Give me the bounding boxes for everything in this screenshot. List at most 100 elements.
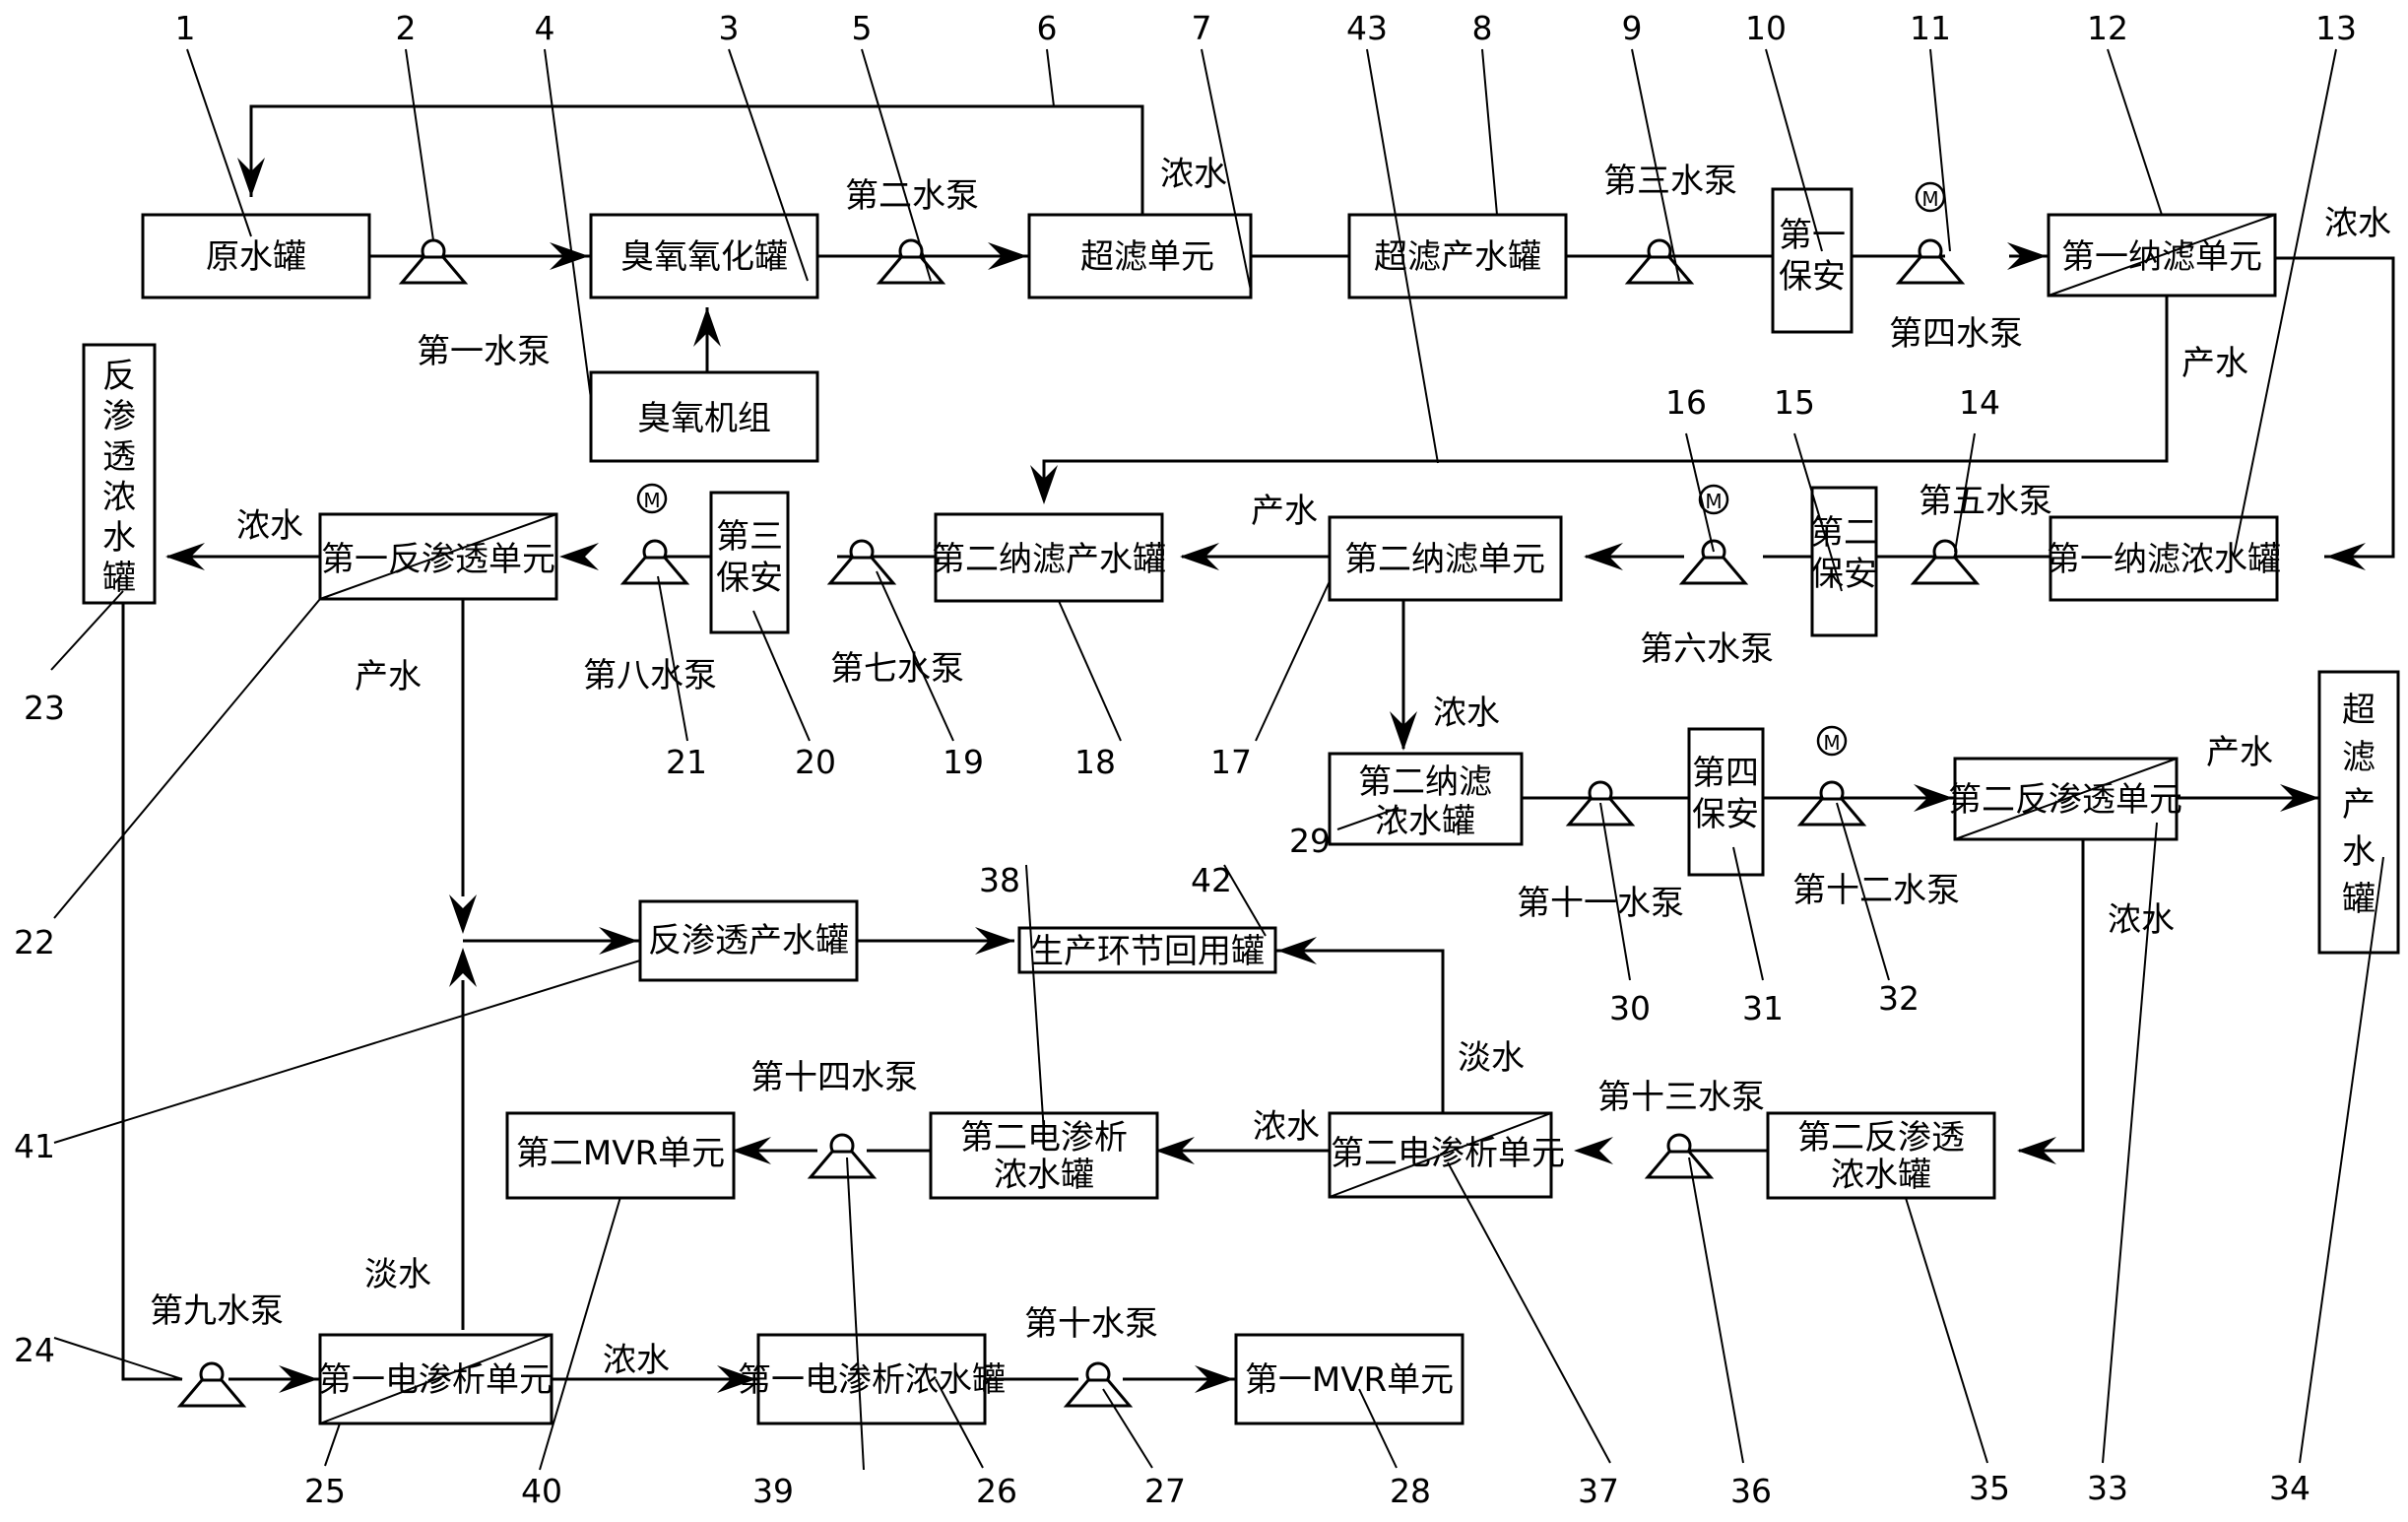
svg-text:27: 27	[1144, 1472, 1186, 1510]
svg-text:2: 2	[396, 9, 417, 47]
svg-text:浓水罐: 浓水罐	[1375, 802, 1475, 841]
unit-production-reuse-tank: 生产环节回用罐	[1017, 926, 1277, 974]
unit-ed1-concentrate-tank: 第一电渗析浓水罐	[738, 1333, 1006, 1425]
svg-text:43: 43	[1346, 9, 1388, 47]
svg-text:产水: 产水	[2181, 344, 2248, 383]
svg-text:23: 23	[24, 689, 65, 727]
svg-text:第二电渗析单元: 第二电渗析单元	[1331, 1134, 1565, 1173]
pump-3-icon	[1626, 238, 1693, 285]
unit-cartridge-filter-1: 第一 保安	[1771, 187, 1854, 334]
svg-text:第二反渗透单元: 第二反渗透单元	[1948, 780, 2182, 820]
svg-text:水: 水	[2342, 832, 2375, 872]
svg-text:淡水: 淡水	[1458, 1038, 1525, 1078]
svg-text:25: 25	[304, 1472, 346, 1510]
svg-text:35: 35	[1969, 1469, 2010, 1507]
svg-text:保安: 保安	[1810, 555, 1877, 594]
svg-text:10: 10	[1745, 9, 1787, 47]
svg-text:15: 15	[1774, 383, 1815, 422]
svg-text:38: 38	[979, 861, 1020, 899]
svg-text:16: 16	[1665, 383, 1707, 422]
motor-icon	[1915, 181, 1946, 213]
unit-electrodialysis-2: 第二电渗析单元	[1328, 1111, 1565, 1199]
reference-numbers: 1 2 3 4 5 6 7 8 9 10 11 12 13 14 15 16 1…	[14, 9, 2357, 1510]
unit-ozone-generator: 臭氧机组	[589, 370, 819, 463]
svg-text:浓水: 浓水	[2108, 900, 2175, 940]
pump-4-icon	[1897, 181, 1964, 285]
pump-14-icon	[809, 1133, 876, 1179]
svg-text:罐: 罐	[102, 559, 136, 598]
svg-text:浓水: 浓水	[1160, 155, 1227, 194]
unit-ro2-concentrate-tank: 第二反渗透 浓水罐	[1766, 1111, 1996, 1200]
svg-text:反: 反	[102, 357, 136, 396]
svg-text:原水罐: 原水罐	[206, 237, 306, 277]
svg-text:1: 1	[175, 9, 196, 47]
leader-lines	[50, 48, 2384, 1471]
svg-text:42: 42	[1191, 861, 1232, 899]
svg-text:29: 29	[1289, 822, 1331, 860]
unit-nf2-concentrate-tank: 第二纳滤 浓水罐	[1328, 752, 1524, 846]
svg-text:滤: 滤	[2342, 738, 2375, 777]
svg-text:臭氧机组: 臭氧机组	[637, 399, 771, 438]
svg-text:3: 3	[719, 9, 740, 47]
flow-labels: 浓水 浓水 产水 产水 浓水 产水 浓水 产水 浓水 淡水 浓水 淡水 浓水	[236, 155, 2391, 1380]
svg-text:保安: 保安	[1779, 257, 1846, 297]
pump-6-icon	[1680, 484, 1747, 585]
motor-icon	[636, 483, 668, 514]
pump-2-icon	[878, 238, 944, 285]
unit-reverse-osmosis-2: 第二反渗透单元	[1948, 757, 2182, 841]
svg-text:第一纳滤单元: 第一纳滤单元	[2061, 237, 2262, 277]
svg-text:20: 20	[795, 743, 836, 781]
svg-text:第六水泵: 第六水泵	[1640, 629, 1774, 669]
svg-text:22: 22	[14, 923, 55, 961]
motor-icon	[1816, 725, 1848, 757]
svg-text:浓水: 浓水	[603, 1341, 670, 1380]
svg-text:第二纳滤单元: 第二纳滤单元	[1344, 540, 1545, 579]
svg-text:第一纳滤浓水罐: 第一纳滤浓水罐	[2047, 540, 2281, 579]
svg-text:第十水泵: 第十水泵	[1024, 1304, 1158, 1344]
svg-text:第九水泵: 第九水泵	[150, 1291, 284, 1331]
svg-text:第七水泵: 第七水泵	[830, 649, 964, 689]
svg-text:21: 21	[666, 743, 707, 781]
unit-cartridge-filter-4: 第四 保安	[1687, 727, 1765, 877]
pump-12-icon	[1798, 725, 1865, 827]
svg-text:7: 7	[1192, 9, 1212, 47]
pump-13-icon	[1646, 1133, 1713, 1179]
svg-text:28: 28	[1390, 1472, 1431, 1510]
svg-text:产水: 产水	[2206, 733, 2273, 772]
unit-nanofiltration-2: 第二纳滤单元	[1328, 515, 1563, 602]
svg-text:超滤产水罐: 超滤产水罐	[1374, 237, 1541, 277]
svg-text:第一水泵: 第一水泵	[417, 332, 551, 371]
unit-nf1-concentrate-tank: 第一纳滤浓水罐	[2047, 515, 2281, 602]
svg-text:6: 6	[1037, 9, 1058, 47]
flow-lines	[121, 104, 2395, 1381]
svg-text:第八水泵: 第八水泵	[583, 656, 717, 695]
svg-text:37: 37	[1578, 1472, 1619, 1510]
svg-text:39: 39	[752, 1472, 794, 1510]
svg-text:31: 31	[1742, 989, 1784, 1027]
svg-text:罐: 罐	[2342, 880, 2375, 919]
unit-cartridge-filter-2: 第二 保安	[1810, 486, 1878, 637]
unit-reverse-osmosis-1: 第一反渗透单元	[318, 512, 558, 601]
svg-text:13: 13	[2315, 9, 2357, 47]
svg-text:产水: 产水	[1251, 492, 1318, 531]
unit-mvr-1: 第一MVR单元	[1234, 1333, 1464, 1425]
svg-text:第一反渗透单元: 第一反渗透单元	[321, 540, 555, 579]
pump-labels: 第一水泵 第二水泵 第三水泵 第四水泵 第五水泵 第六水泵 第七水泵 第八水泵 …	[150, 162, 2052, 1344]
unit-uf-product-tank-2: 超 滤 产 水 罐	[2317, 670, 2400, 955]
svg-text:浓水: 浓水	[1253, 1107, 1320, 1147]
svg-text:11: 11	[1910, 9, 1951, 47]
svg-text:水: 水	[102, 518, 136, 558]
svg-text:第二水泵: 第二水泵	[845, 176, 979, 216]
svg-text:9: 9	[1622, 9, 1643, 47]
svg-text:第三: 第三	[716, 517, 783, 557]
svg-text:反渗透产水罐: 反渗透产水罐	[648, 921, 849, 960]
svg-text:第三水泵: 第三水泵	[1603, 162, 1737, 201]
unit-electrodialysis-1: 第一电渗析单元	[318, 1333, 553, 1425]
svg-text:第一: 第一	[1779, 216, 1846, 255]
unit-mvr-2: 第二MVR单元	[505, 1111, 736, 1200]
svg-text:第五水泵: 第五水泵	[1919, 482, 2052, 521]
pump-1-icon	[400, 238, 467, 285]
svg-text:保安: 保安	[716, 559, 783, 598]
svg-text:40: 40	[521, 1472, 562, 1510]
unit-ozone-oxidation-tank: 臭氧氧化罐	[589, 213, 819, 299]
